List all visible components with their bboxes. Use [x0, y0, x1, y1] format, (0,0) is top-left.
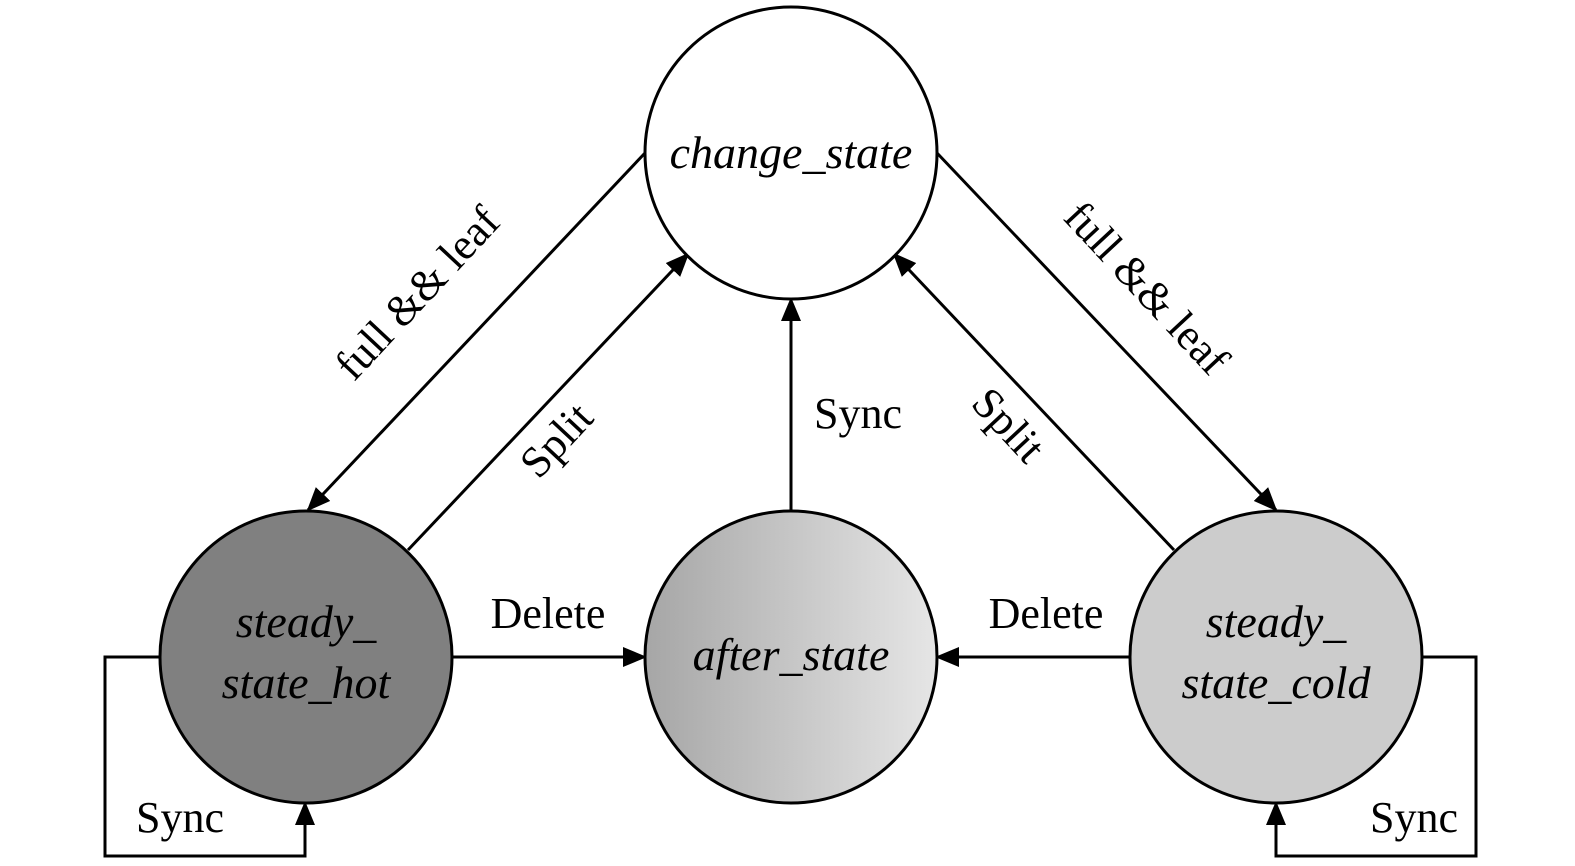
edge-label-cold-to-after: Delete [989, 589, 1104, 638]
node-after-state-label: after_state [693, 629, 890, 680]
node-steady-state-hot-label-line2: state_hot [222, 657, 392, 708]
edge-label-after-to-change: Sync [814, 389, 902, 438]
edge-label-cold-to-change: Split [962, 378, 1055, 472]
edge-cold-to-change [892, 252, 1176, 552]
node-steady-state-hot: steady_ state_hot [158, 509, 454, 805]
node-after-state: after_state [643, 509, 939, 805]
node-change-state-circle [643, 5, 939, 301]
edge-label-hot-self-loop: Sync [136, 793, 224, 842]
node-steady-state-cold-label-line1: steady_ [1206, 596, 1348, 647]
edge-change-to-cold [935, 151, 1278, 512]
edge-hot-to-change [406, 252, 690, 552]
node-steady-state-cold-circle [1128, 509, 1424, 805]
node-steady-state-hot-circle [158, 509, 454, 805]
edge-label-change-to-cold: full && leaf [1055, 192, 1239, 385]
node-after-state-circle [643, 509, 939, 805]
node-change-state-label: change_state [670, 127, 913, 178]
edge-hot-self-loop [103, 655, 315, 858]
edge-cold-self-loop [1266, 655, 1478, 858]
node-steady-state-cold: steady_ state_cold [1128, 509, 1424, 805]
node-change-state: change_state [643, 5, 939, 301]
node-steady-state-hot-label-line1: steady_ [236, 596, 378, 647]
edge-change-to-hot [306, 151, 647, 512]
node-steady-state-cold-label-line2: state_cold [1181, 657, 1371, 708]
edge-label-change-to-hot: full && leaf [325, 197, 509, 390]
edge-label-hot-to-after: Delete [491, 589, 606, 638]
edge-label-hot-to-change: Split [510, 393, 603, 487]
edge-label-cold-self-loop: Sync [1370, 793, 1458, 842]
